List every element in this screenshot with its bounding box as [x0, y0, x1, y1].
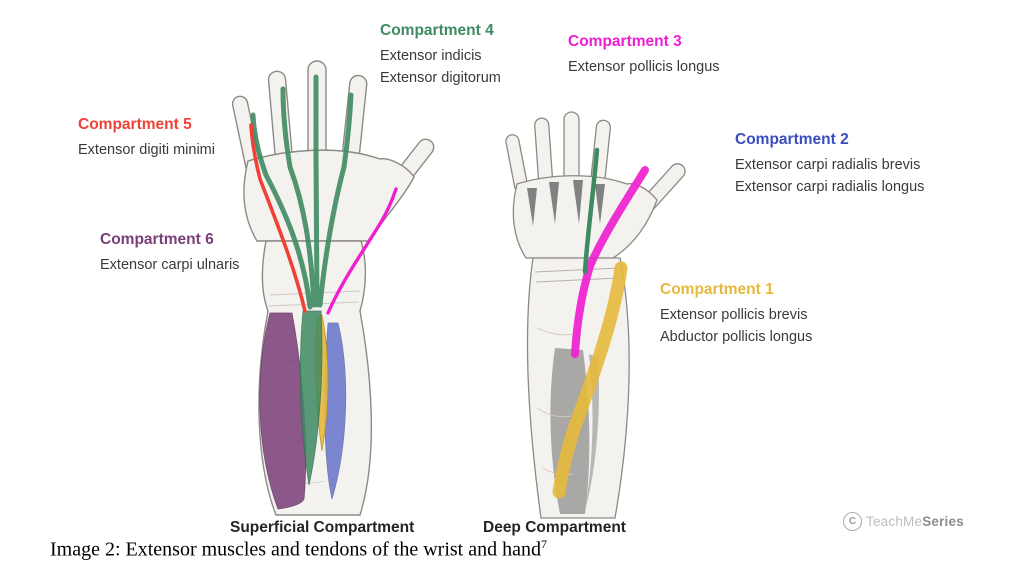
muscle-name: Extensor carpi radialis brevis: [735, 157, 921, 173]
compartment-6-title: Compartment 6: [100, 231, 214, 248]
extensor-indicis-highlight: [582, 147, 600, 275]
compartment-3-label: Compartment 3 Extensor pollicis longus: [568, 33, 720, 78]
muscle-name: Abductor pollicis longus: [660, 329, 813, 345]
caption-text: Image 2: Extensor muscles and tendons of…: [50, 538, 541, 561]
muscle-name: Extensor carpi ulnaris: [100, 257, 240, 273]
abductor-pollicis-longus-highlight: [552, 261, 628, 499]
compartment-3-title: Compartment 3: [568, 33, 682, 50]
superficial-arm-illustration: [231, 60, 435, 516]
muscle-name: Extensor carpi radialis longus: [735, 179, 925, 195]
compartment-4-label: Compartment 4 Extensor indicis Extensor …: [380, 22, 501, 89]
compartment-6-label: Compartment 6 Extensor carpi ulnaris: [100, 231, 239, 276]
superficial-compartment-label: Superficial Compartment: [230, 519, 415, 536]
extensor-digitorum-belly-highlight: [299, 310, 323, 486]
caption-footnote: 7: [541, 537, 547, 551]
compartment-4-title: Compartment 4: [380, 22, 494, 39]
copyright-icon: C: [843, 512, 862, 531]
figure-caption: Image 2: Extensor muscles and tendons of…: [50, 537, 547, 562]
muscle-name: Extensor pollicis longus: [568, 59, 720, 75]
compartment-2-title: Compartment 2: [735, 131, 849, 148]
teachme-series-logo: C TeachMeSeries: [843, 512, 964, 531]
logo-text: TeachMeSeries: [866, 514, 964, 529]
muscle-name: Extensor pollicis brevis: [660, 307, 808, 323]
interossei-muscles: [527, 180, 605, 226]
muscle-name: Extensor digiti minimi: [78, 142, 215, 158]
muscle-name: Extensor indicis: [380, 48, 482, 64]
deep-arm-illustration: [505, 111, 686, 519]
extensor-pollicis-longus-highlight: [571, 166, 649, 358]
muscle-name: Extensor digitorum: [380, 70, 501, 86]
compartment-5-label: Compartment 5 Extensor digiti minimi: [78, 116, 215, 161]
compartment-2-label: Compartment 2 Extensor carpi radialis br…: [735, 131, 924, 198]
compartment-1-label: Compartment 1 Extensor pollicis brevis A…: [660, 281, 812, 348]
deep-compartment-label: Deep Compartment: [483, 519, 626, 536]
extensor-digiti-minimi-tendon-highlight: [249, 123, 307, 313]
compartment-5-title: Compartment 5: [78, 116, 192, 133]
compartment-1-title: Compartment 1: [660, 281, 774, 298]
extensor-pollicis-longus-tendon-highlight: [326, 187, 398, 315]
wrist-retinaculum: [534, 267, 620, 283]
extensor-digitorum-tendons-highlight: [250, 74, 354, 310]
